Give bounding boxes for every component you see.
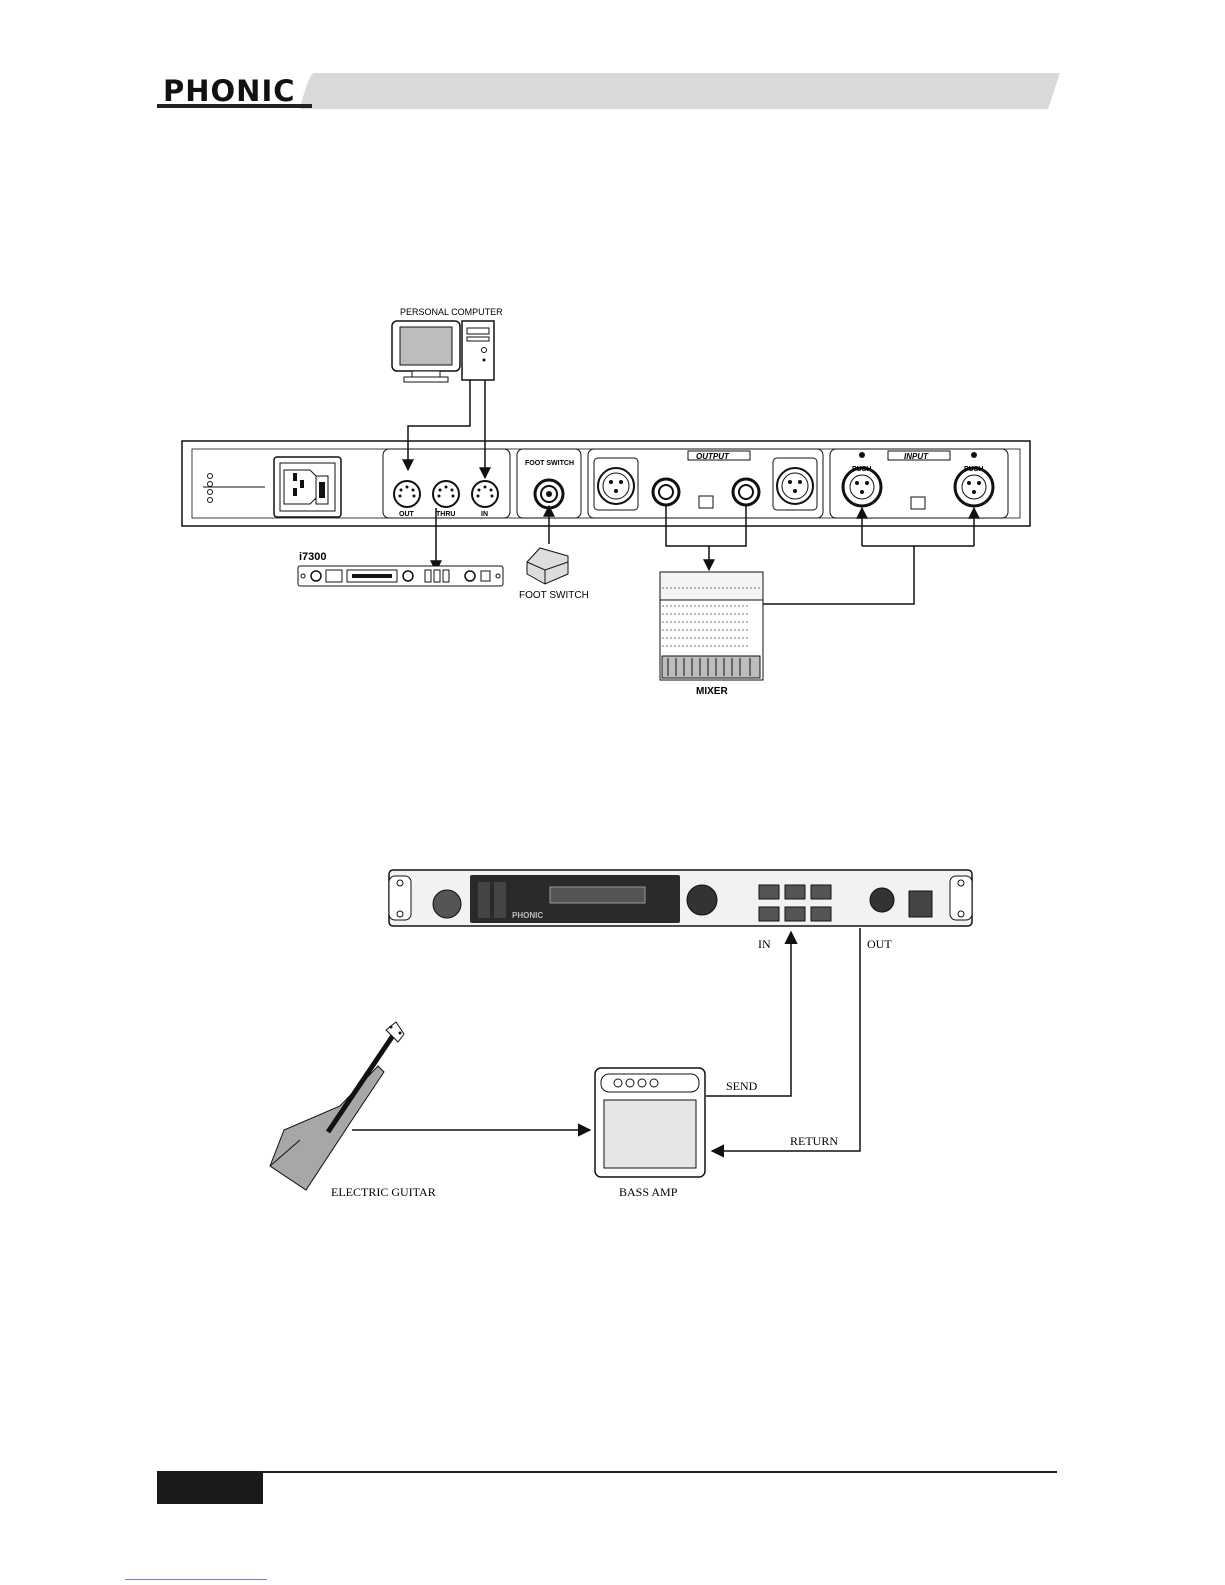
personal-computer-icon xyxy=(392,321,494,382)
push-left-label: PUSH xyxy=(852,466,871,473)
bass-amp-icon xyxy=(595,1068,705,1177)
foot-switch-jack-icon xyxy=(535,480,563,508)
input-switch xyxy=(911,497,925,509)
footer-rule xyxy=(263,1471,1057,1473)
wet-dry-knob-icon xyxy=(870,888,894,912)
output-xlr-left-icon xyxy=(594,458,638,510)
computer-label: PERSONAL COMPUTER xyxy=(400,307,503,317)
output-label: OUTPUT xyxy=(696,452,730,461)
cable-send xyxy=(706,932,791,1096)
adjust-knob-icon xyxy=(687,885,717,915)
send-label: SEND xyxy=(726,1079,758,1093)
front-button-5 xyxy=(785,907,805,921)
push-right-label: PUSH xyxy=(964,466,983,473)
mixer-label: MIXER xyxy=(696,686,728,697)
cable-mixer-to-input xyxy=(762,546,914,604)
footer-page-block xyxy=(157,1471,263,1504)
front-button-1 xyxy=(759,885,779,899)
midi-thru-label: THRU xyxy=(436,511,455,518)
cable-return xyxy=(712,928,860,1151)
front-button-4 xyxy=(759,907,779,921)
electric-guitar-icon xyxy=(270,1022,404,1190)
effects-loop-diagram: PHONIC IN OUT ELECTRIC GUITAR BASS AMP S… xyxy=(0,760,1225,1220)
output-jack-left-icon xyxy=(653,479,679,505)
power-switch-icon xyxy=(909,891,932,917)
front-panel-unit: PHONIC xyxy=(389,870,972,926)
return-label: RETURN xyxy=(790,1134,838,1148)
amp-label: BASS AMP xyxy=(619,1185,678,1199)
out-label: OUT xyxy=(867,937,892,951)
output-xlr-right-icon xyxy=(773,458,817,510)
midi-out-label: OUT xyxy=(399,511,415,518)
mixer-icon xyxy=(660,572,763,680)
front-button-3 xyxy=(811,885,831,899)
output-jack-right-icon xyxy=(733,479,759,505)
midi-in-jack-icon xyxy=(472,481,498,507)
in-label: IN xyxy=(758,937,771,951)
rear-panel-diagram: PERSONAL COMPUTER OUT THRU IN FOOT SW xyxy=(0,0,1225,760)
bottom-link-underline xyxy=(125,1579,267,1580)
front-brand-label: PHONIC xyxy=(512,911,543,920)
input-label: INPUT xyxy=(904,452,929,461)
i7300-label: i7300 xyxy=(299,551,327,563)
midi-out-jack-icon xyxy=(394,481,420,507)
output-switch xyxy=(699,496,713,508)
power-inlet-icon xyxy=(274,457,341,517)
guitar-label: ELECTRIC GUITAR xyxy=(331,1185,436,1199)
foot-switch-label: FOOT SWITCH xyxy=(519,590,589,601)
midi-in-label: IN xyxy=(481,511,488,518)
front-button-2 xyxy=(785,885,805,899)
front-button-6 xyxy=(811,907,831,921)
midi-thru-jack-icon xyxy=(433,481,459,507)
foot-switch-pedal-icon xyxy=(527,548,568,584)
input-level-knob-icon xyxy=(433,890,461,918)
foot-switch-panel-label: FOOT SWITCH xyxy=(525,460,574,467)
i7300-device-icon xyxy=(298,566,503,586)
